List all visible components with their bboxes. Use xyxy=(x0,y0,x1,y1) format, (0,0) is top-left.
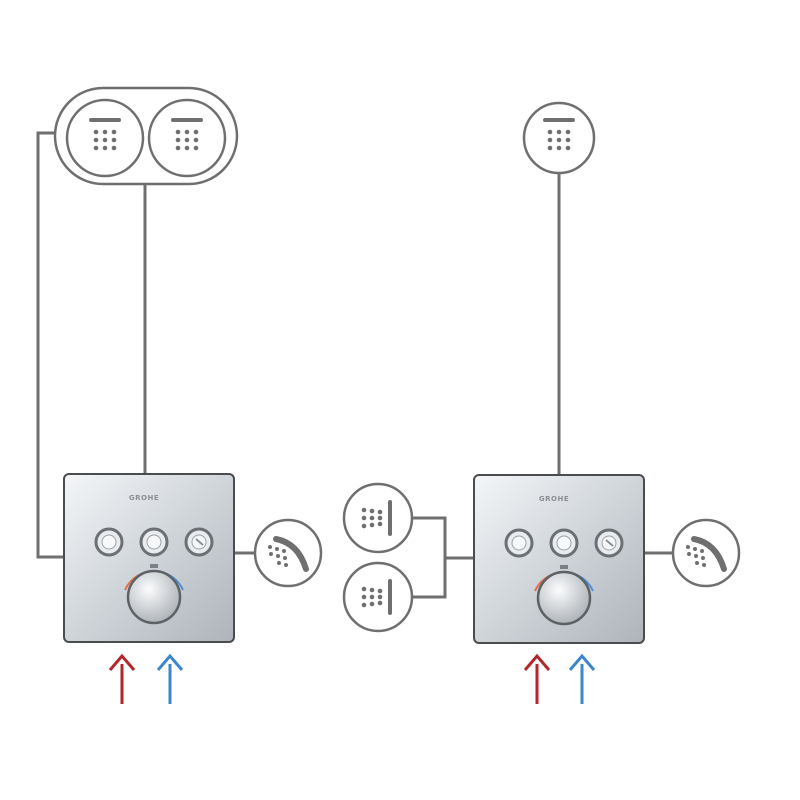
right-system: GROHE xyxy=(342,101,741,704)
head-shower-icon xyxy=(147,98,227,178)
head-shower-icon xyxy=(522,101,596,175)
pipe-loop xyxy=(36,131,63,559)
hot-water-arrow xyxy=(108,653,136,704)
thermostat-panel: GROHE xyxy=(472,473,646,645)
grohe-logo: GROHE xyxy=(539,495,569,503)
hand-shower-icon xyxy=(253,518,323,588)
body-jet-icon xyxy=(342,561,414,633)
cold-water-arrow xyxy=(568,653,596,704)
cold-water-arrow xyxy=(156,653,184,704)
hot-water-arrow xyxy=(523,653,551,704)
hand-shower-icon xyxy=(671,518,741,588)
grohe-logo: GROHE xyxy=(129,494,159,502)
head-shower-icon xyxy=(65,98,145,178)
thermostat-panel: GROHE xyxy=(62,472,236,644)
left-system: GROHE xyxy=(36,86,323,704)
pipe-body-jets xyxy=(412,516,480,599)
body-jet-icon xyxy=(342,482,414,554)
